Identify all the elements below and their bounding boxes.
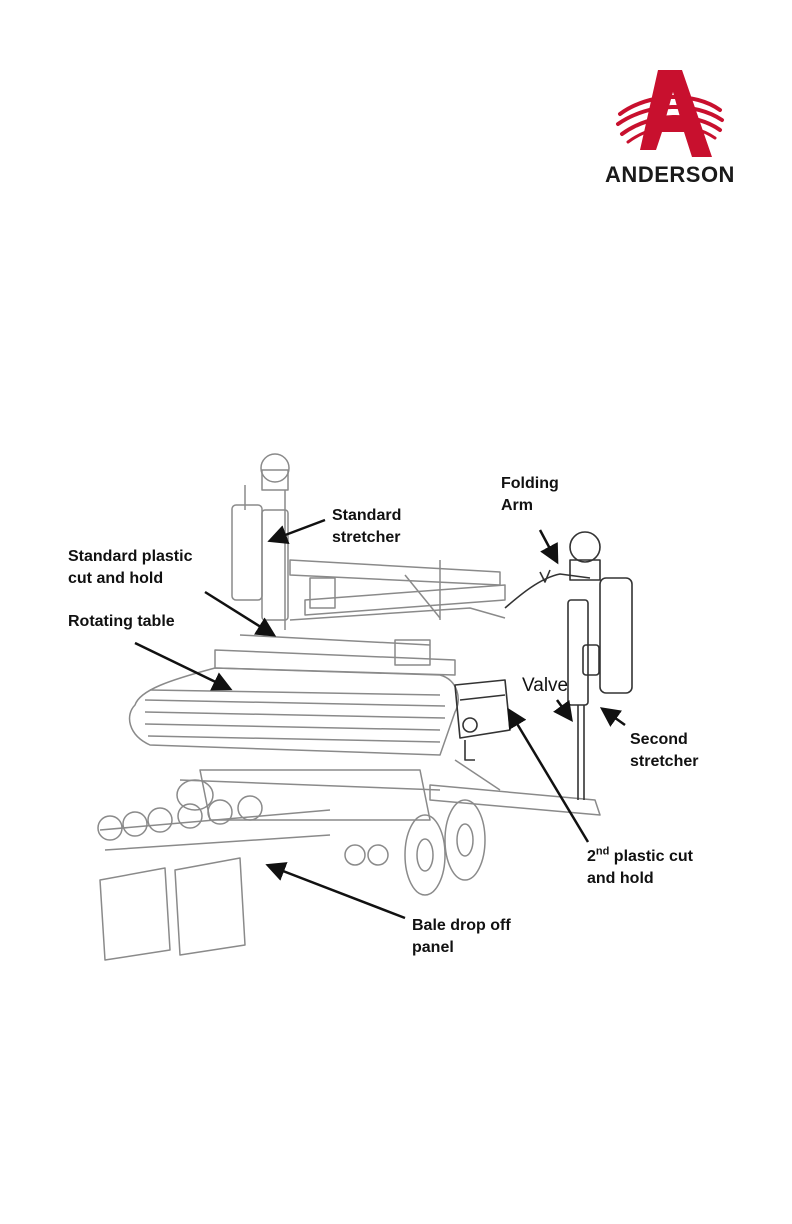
label-folding-arm: Folding Arm [501,473,559,517]
label-standard-stretcher: Standard stretcher [332,505,401,549]
label-bale-drop-panel: Bale drop off panel [412,915,511,959]
label-second-plastic-cut: 2nd plastic cut and hold [587,846,693,890]
arrow-second-stretcher [604,710,625,725]
standard-stretcher-drawing [232,454,289,630]
label-rotating-table: Rotating table [68,611,175,633]
label-second-stretcher: Second stretcher [630,729,698,773]
label-valve: Valve [522,675,568,697]
arrow-bale-drop [270,866,405,918]
label-standard-plastic-cut: Standard plastic cut and hold [68,546,192,590]
boom-arm-drawing [430,760,600,815]
rotating-table-drawing [130,635,459,755]
arrow-standard-stretcher [272,520,325,540]
arrow-folding-arm [540,530,556,560]
frame-drawing [290,560,505,620]
second-stretcher-drawing [455,532,632,800]
chassis-drawing [177,770,485,895]
arrow-second-cut [510,712,588,842]
arrow-rotating-table [135,643,228,688]
